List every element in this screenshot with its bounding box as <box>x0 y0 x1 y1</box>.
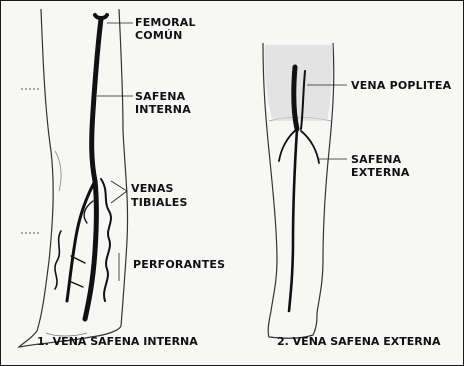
safena-interna-label-line1: SAFENA <box>135 91 185 103</box>
femoral-label-line1: FEMORAL <box>135 17 196 29</box>
safena-externa-label-line2: EXTERNA <box>351 167 410 179</box>
leg-1-veins <box>55 15 111 319</box>
femoral-label-line2: COMÚN <box>135 30 183 42</box>
knee-shading <box>264 45 333 121</box>
venas-label-line1: VENAS <box>131 183 174 195</box>
safena-externa-label-line1: SAFENA <box>351 154 401 166</box>
figure-2-caption: 2. VENA SAFENA EXTERNA <box>277 335 440 348</box>
figure-1-caption: 1. VENA SAFENA INTERNA <box>37 335 198 348</box>
venas-label-line2: TIBIALES <box>131 197 188 209</box>
leg-1-outline <box>19 9 128 347</box>
safena-interna-label-line2: INTERNA <box>135 104 191 116</box>
perforantes-label: PERFORANTES <box>133 259 225 271</box>
vena-poplitea-label: VENA POPLITEA <box>351 80 451 92</box>
